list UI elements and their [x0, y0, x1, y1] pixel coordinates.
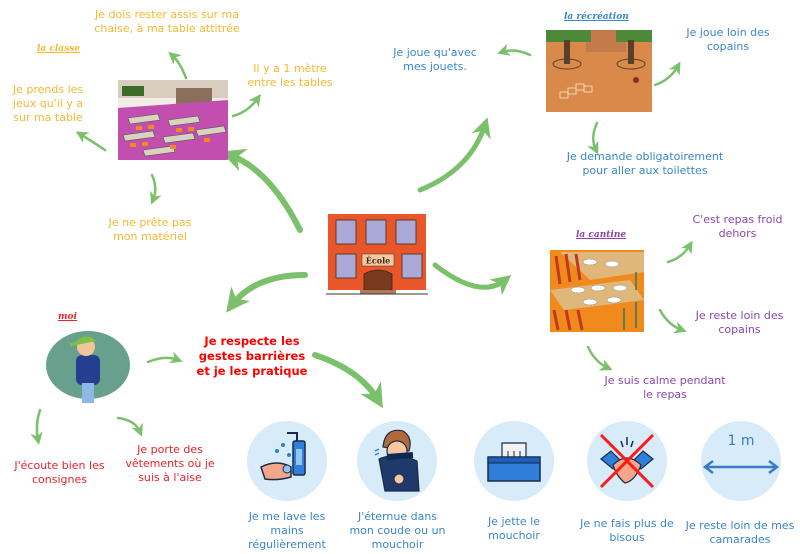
recreation-item-far: Je joue loin des copains [686, 26, 770, 53]
arrow-recre-left [497, 43, 532, 57]
moi-title: moi [58, 312, 77, 322]
main-statement: Je respecte les gestes barrières et je l… [196, 334, 308, 378]
arrow-to-gestes [312, 352, 383, 409]
canteen-image [550, 250, 644, 332]
arrow-to-recreation [417, 117, 491, 193]
arrow-to-cantine [432, 262, 512, 296]
tissue-box-icon [474, 421, 554, 501]
arrow-moi-down [30, 408, 43, 445]
playground-image [546, 30, 652, 112]
classe-item-games: Je prends les jeux qu'il y a sur ma tabl… [12, 83, 84, 124]
arrow-recre-right [653, 61, 681, 87]
arrow-recre-down [587, 121, 599, 155]
boy-image [42, 325, 134, 403]
arrow-to-classe [221, 148, 303, 233]
geste-label-sneeze: J'éternue dans mon coude ou un mouchoir [349, 510, 446, 551]
recreation-item-toys: Je joue qu'avec mes jouets. [393, 46, 477, 73]
school-building-icon: École [322, 210, 432, 298]
moi-item-listen: J'écoute bien les consignes [14, 459, 105, 486]
arrow-classe-left [75, 131, 107, 152]
cantine-title: la cantine [576, 230, 627, 240]
classroom-image [118, 80, 228, 160]
classe-item-chair: Je dois rester assis sur ma chaise, à ma… [94, 8, 240, 35]
geste-label-distance: Je reste loin de mes camarades [685, 519, 795, 546]
arrow-cantine-down [586, 345, 613, 371]
classe-item-distance: Il y a 1 mètre entre les tables [247, 62, 333, 89]
distance-arrow-icon: 1 m [701, 421, 781, 501]
arrow-cantine-right [658, 308, 687, 334]
hand-washing-icon [247, 421, 327, 501]
recreation-title: la récréation [564, 12, 629, 22]
arrow-cantine-top [666, 240, 693, 264]
arrow-classe-top [168, 51, 188, 80]
cantine-item-cold-meal: C'est repas froid dehors [692, 213, 783, 240]
classe-item-materiel: Je ne prête pas mon matériel [108, 216, 192, 243]
geste-label-no-kiss: Je ne fais plus de bisous [580, 517, 674, 544]
classe-title: la classe [37, 44, 80, 54]
cantine-item-far: Je reste loin des copains [695, 309, 784, 336]
geste-label-tissue: Je jette le mouchoir [487, 515, 541, 542]
arrow-moi-downright [116, 416, 143, 437]
arrow-classe-right [231, 93, 261, 118]
arrow-to-moi [226, 272, 308, 313]
distance-label: 1 m [727, 433, 755, 449]
school-sign-label: École [366, 256, 390, 266]
arrow-moi-right [146, 351, 183, 364]
arrow-classe-down [150, 173, 162, 205]
no-handshake-icon [587, 421, 667, 501]
recreation-item-toilets: Je demande obligatoirement pour aller au… [566, 150, 724, 177]
sneeze-elbow-icon [357, 421, 437, 501]
cantine-item-calm: Je suis calme pendant le repas [604, 374, 726, 401]
moi-item-clothes: Je porte des vêtements où je suis à l'ai… [125, 443, 215, 484]
geste-label-wash: Je me lave les mains régulièrement [248, 510, 326, 551]
